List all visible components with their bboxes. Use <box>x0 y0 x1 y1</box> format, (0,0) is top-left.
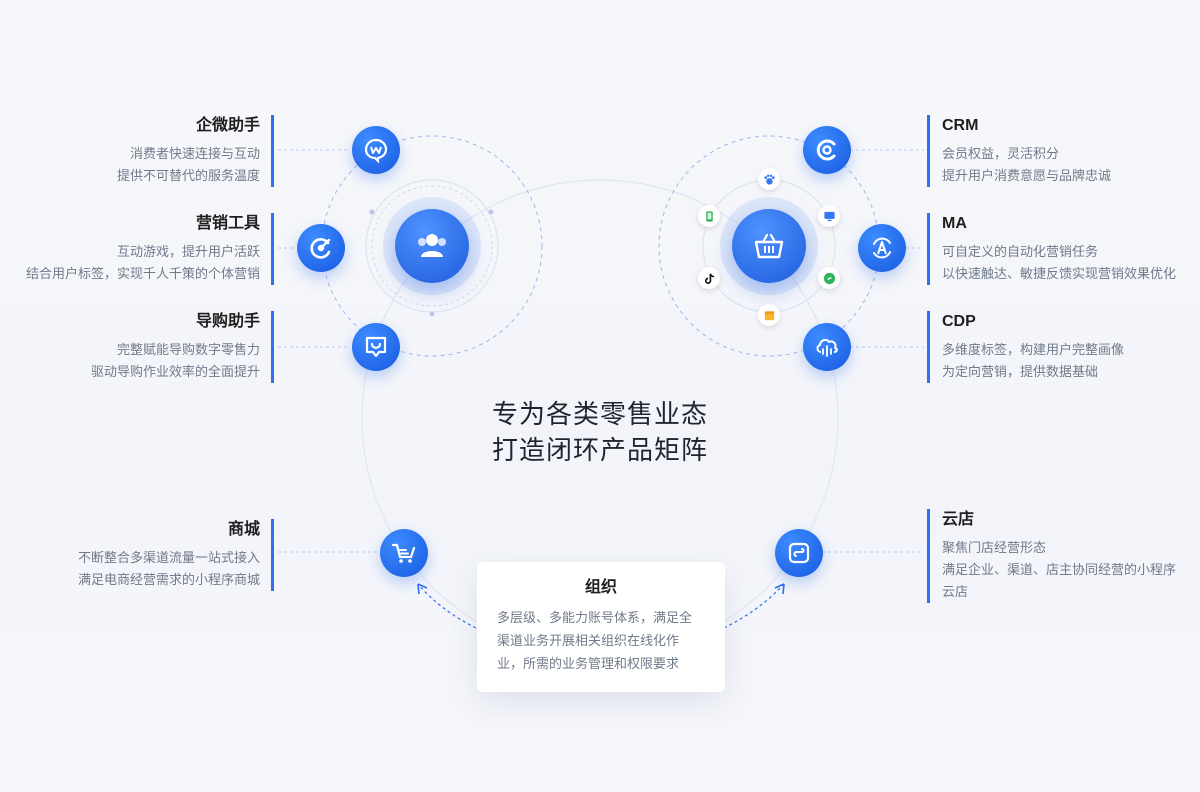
feature-desc-line: 可自定义的自动化营销任务 <box>942 244 1099 259</box>
wecom-icon[interactable] <box>352 126 400 174</box>
feature-title: 云店 <box>942 511 975 528</box>
feature-desc-line: 多维度标签，构建用户完整画像 <box>942 342 1125 357</box>
feature-desc-line: 驱动导购作业效率的全面提升 <box>90 364 260 379</box>
feature-desc-line: 提升用户消费意愿与品牌忠诚 <box>942 168 1112 183</box>
phone-icon <box>698 205 720 227</box>
headline-line-2: 打造闭环产品矩阵 <box>491 435 708 465</box>
baidu-icon <box>758 168 780 190</box>
feature-crm: CRM 会员权益，灵活积分 提升用户消费意愿与品牌忠诚 <box>927 115 1200 187</box>
feature-title: 导购助手 <box>195 313 260 330</box>
feature-desc-line: 消费者快速连接与互动 <box>129 146 260 161</box>
feature-desc-line: 满足企业、渠道、店主协同经营的小程序 <box>942 562 1177 577</box>
automation-icon[interactable] <box>858 224 906 272</box>
feature-wecom-assistant: 企微助手 消费者快速连接与互动 提供不可替代的服务温度 <box>0 115 274 187</box>
mini-program-icon[interactable] <box>775 529 823 577</box>
feature-desc-line: 聚焦门店经营形态 <box>942 540 1047 555</box>
feature-desc-line: 云店 <box>942 584 969 599</box>
feature-cdp: CDP 多维度标签，构建用户完整画像 为定向营销，提供数据基础 <box>927 311 1200 383</box>
users-hub <box>395 209 469 283</box>
feature-desc-line: 完整赋能导购数字零售力 <box>116 342 260 357</box>
card-desc-line: 业，所需的业务管理和权限要求 <box>497 656 680 671</box>
feature-desc-line: 结合用户标签，实现千人千策的个体营销 <box>25 266 260 281</box>
shopping-guide-icon[interactable] <box>352 323 400 371</box>
organization-card: 组织 多层级、多能力账号体系，满足全 渠道业务开展相关组织在线化作 业，所需的业… <box>477 562 725 692</box>
feature-desc-line: 会员权益，灵活积分 <box>942 146 1060 161</box>
feature-cloud-store: 云店 聚焦门店经营形态 满足企业、渠道、店主协同经营的小程序 云店 <box>927 509 1200 603</box>
feature-mall: 商城 不断整合多渠道流量一站式接入 满足电商经营需求的小程序商城 <box>0 519 274 591</box>
feature-desc-line: 不断整合多渠道流量一站式接入 <box>77 550 260 565</box>
basket-icon <box>754 233 784 259</box>
feature-desc-line: 以快速触达、敏捷反馈实现营销效果优化 <box>942 266 1177 281</box>
headline-line-1: 专为各类零售业态 <box>491 399 708 429</box>
feature-shopping-guide: 导购助手 完整赋能导购数字零售力 驱动导购作业效率的全面提升 <box>0 311 274 383</box>
card-desc-line: 渠道业务开展相关组织在线化作 <box>497 633 680 648</box>
headline: 专为各类零售业态 打造闭环产品矩阵 <box>440 396 760 468</box>
tiktok-icon <box>698 267 720 289</box>
feature-title: 营销工具 <box>195 215 260 232</box>
card-title: 组织 <box>584 579 617 596</box>
feature-title: 企微助手 <box>195 117 260 134</box>
card-desc-line: 多层级、多能力账号体系，满足全 <box>497 610 693 625</box>
feature-desc-line: 互动游戏，提升用户活跃 <box>116 244 260 259</box>
feature-marketing-tools: 营销工具 互动游戏，提升用户活跃 结合用户标签，实现千人千策的个体营销 <box>0 213 274 285</box>
mini-program-link-icon <box>818 267 840 289</box>
cart-icon[interactable] <box>380 529 428 577</box>
feature-title: CDP <box>942 313 976 330</box>
basket-hub <box>732 209 806 283</box>
feature-ma: MA 可自定义的自动化营销任务 以快速触达、敏捷反馈实现营销效果优化 <box>927 213 1200 285</box>
feature-desc-line: 为定向营销，提供数据基础 <box>942 364 1099 379</box>
feature-title: 商城 <box>227 521 260 538</box>
crm-icon[interactable] <box>803 126 851 174</box>
feature-desc-line: 提供不可替代的服务温度 <box>116 168 260 183</box>
monitor-icon <box>818 205 840 227</box>
marketing-tool-icon[interactable] <box>297 224 345 272</box>
store-icon <box>758 304 780 326</box>
feature-desc-line: 满足电商经营需求的小程序商城 <box>77 572 260 587</box>
users-icon <box>418 234 446 257</box>
feature-title: MA <box>942 215 967 232</box>
feature-title: CRM <box>942 117 979 134</box>
cloud-data-icon[interactable] <box>803 323 851 371</box>
